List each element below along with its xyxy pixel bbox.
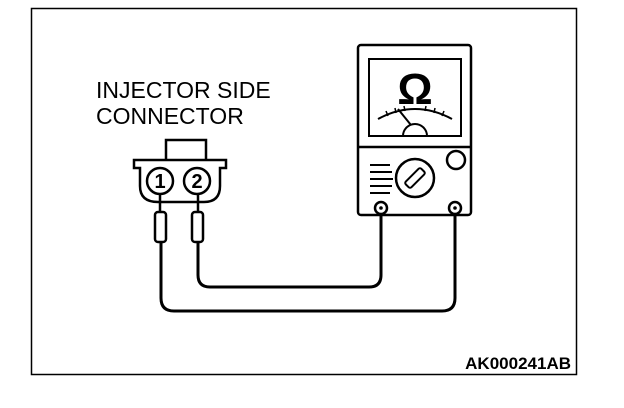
connector-pin-2: 2 <box>182 166 212 196</box>
zero-adjust-knob <box>445 149 467 171</box>
figure-code: AK000241AB <box>465 354 571 373</box>
connector-label-line2: CONNECTOR <box>96 103 244 129</box>
test-lead-1 <box>159 208 457 313</box>
figure-frame <box>30 7 578 376</box>
range-marks <box>370 164 393 194</box>
pin-1-label: 1 <box>154 171 165 193</box>
probe-1 <box>153 210 168 244</box>
connector-label-line1: INJECTOR SIDE <box>96 77 271 103</box>
ohm-symbol: Ω <box>397 65 432 114</box>
ohmmeter-scale-arc <box>377 108 453 120</box>
needle-pivot <box>401 123 429 137</box>
lead-terminal-1 <box>373 200 389 216</box>
pin-2-label: 2 <box>191 171 202 193</box>
ohmmeter: Ω <box>356 43 473 217</box>
injector-connector <box>132 138 228 204</box>
lead-terminal-2 <box>447 200 463 216</box>
connector-latch <box>164 138 208 163</box>
connector-pin-1: 1 <box>145 166 175 196</box>
range-selector-knob <box>394 157 436 199</box>
test-lead-2 <box>196 208 383 289</box>
probe-2 <box>190 210 205 244</box>
